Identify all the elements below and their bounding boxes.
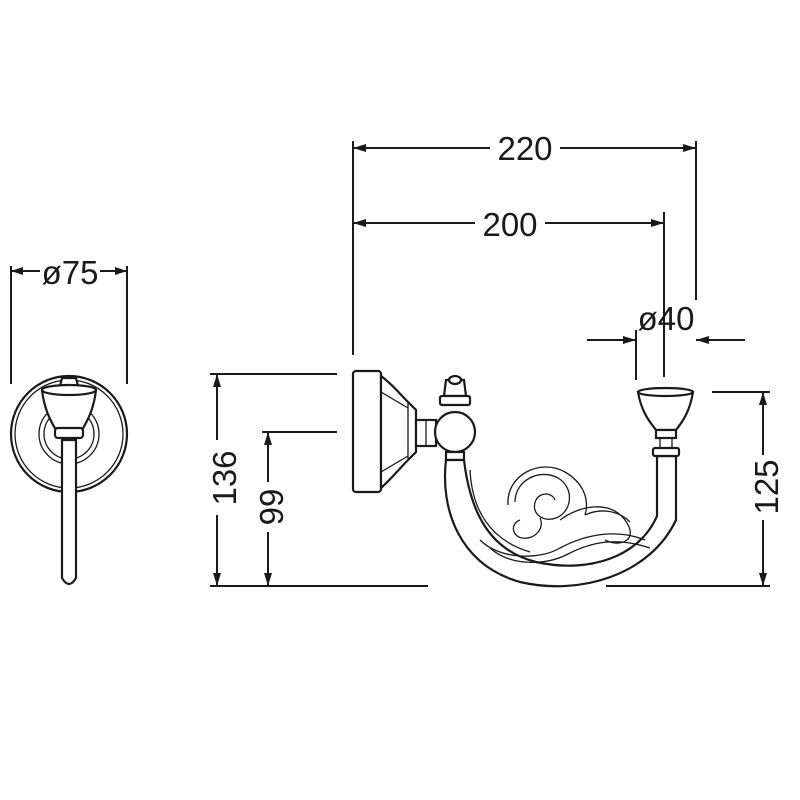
ball-joint — [433, 374, 477, 462]
total-height-dimension: 136 — [206, 373, 428, 587]
wall-plate — [351, 369, 418, 494]
rosette-diameter-dimension: ø75 — [10, 254, 128, 384]
cup-diameter-dimension: ø40 — [587, 300, 745, 380]
scroll-ornament — [479, 466, 651, 563]
mount-height-label: 99 — [253, 489, 290, 526]
cup-height-dimension: 125 — [606, 391, 785, 587]
front-arm — [60, 438, 78, 586]
curved-arm — [443, 454, 678, 588]
front-view — [9, 374, 129, 586]
cup-diameter-label: ø40 — [638, 300, 695, 337]
cup-height-label: 125 — [748, 459, 785, 514]
total-width-label: 220 — [497, 130, 552, 167]
glass-cup — [636, 386, 695, 458]
mount-height-dimension: 99 — [253, 431, 337, 586]
arm-width-dimension: 200 — [353, 206, 665, 377]
side-view — [351, 369, 695, 588]
connector — [414, 418, 438, 448]
front-cup — [40, 376, 98, 440]
arm-width-label: 200 — [482, 206, 537, 243]
rosette-diameter-label: ø75 — [42, 254, 99, 291]
total-width-dimension: 220 — [352, 130, 697, 355]
total-height-label: 136 — [206, 450, 243, 505]
